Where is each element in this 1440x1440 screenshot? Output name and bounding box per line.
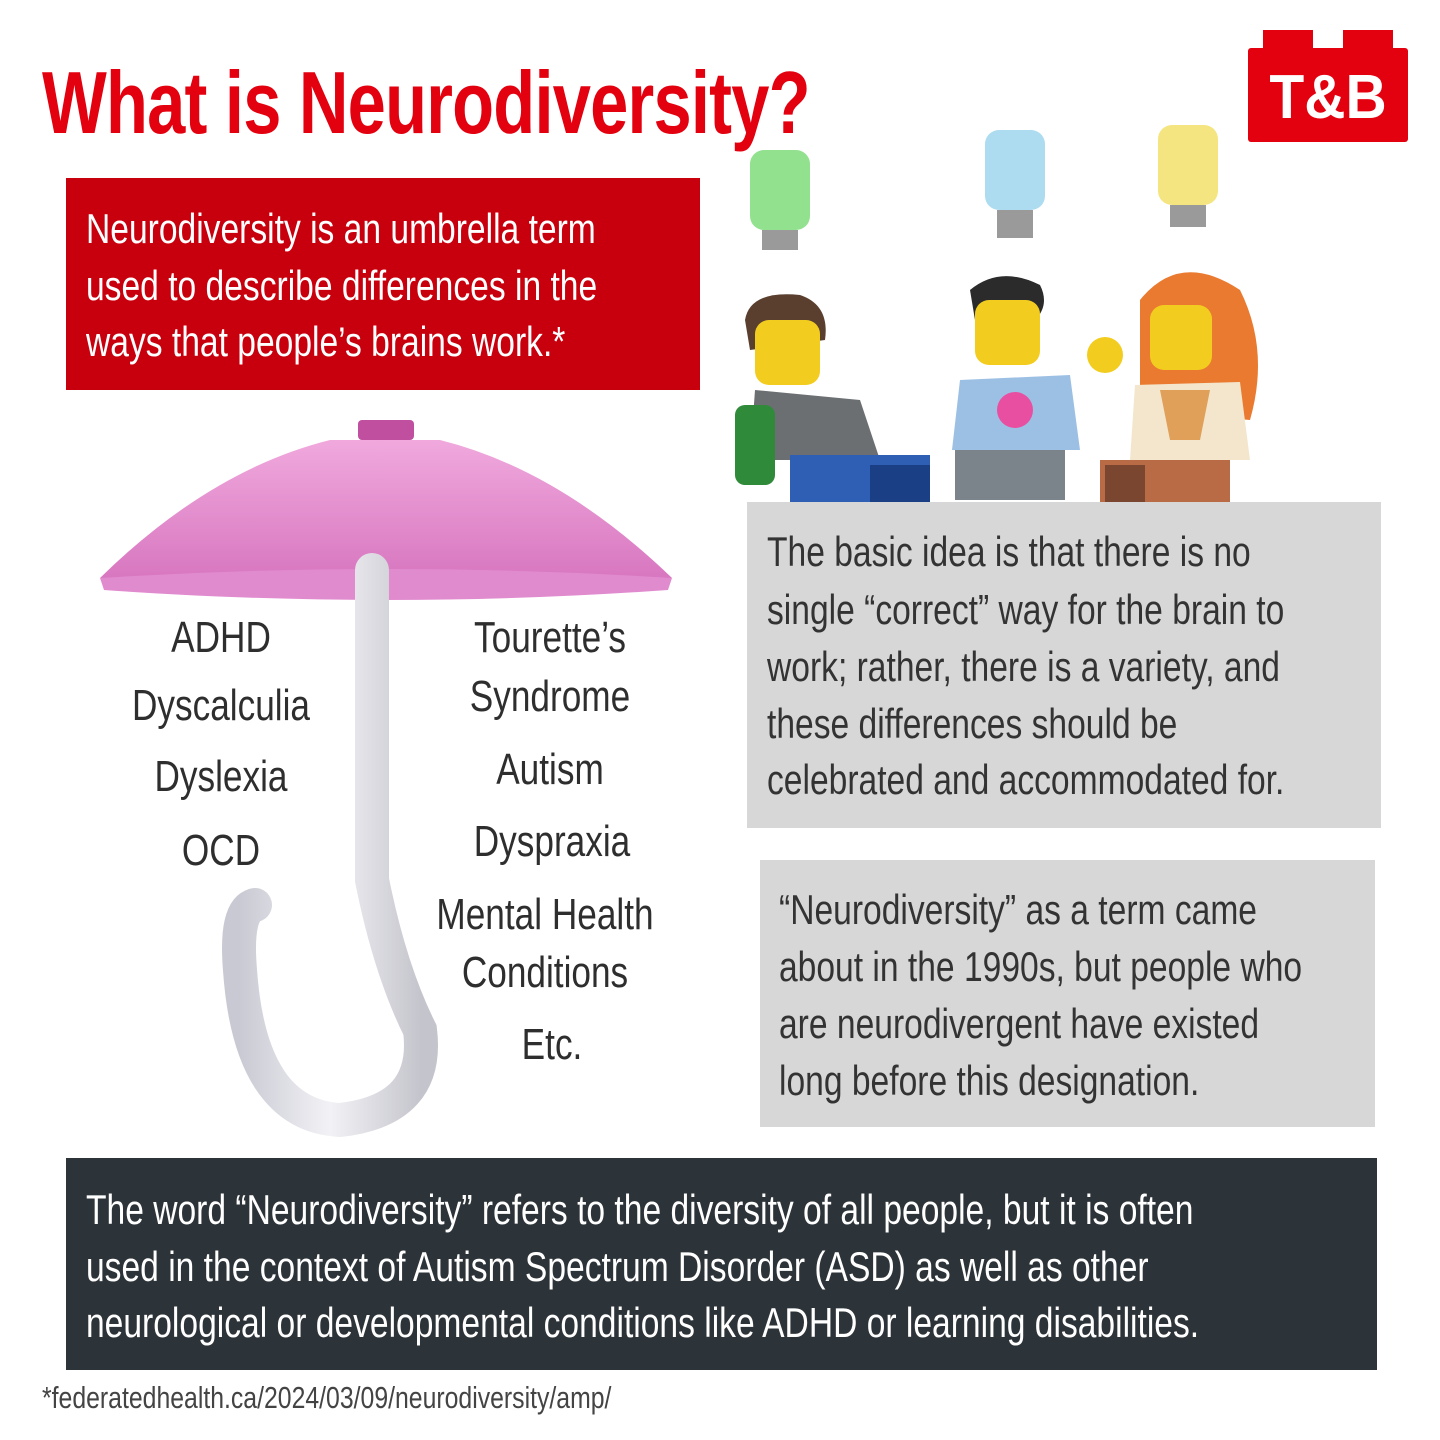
definition-line: ways that people’s brains work.* <box>86 318 566 365</box>
history-line: about in the 1990s, but people who <box>779 943 1303 990</box>
basic-idea-line: single “correct” way for the brain to <box>767 586 1285 633</box>
condition-adhd: ADHD <box>171 613 271 662</box>
definition-line: used to describe differences in the <box>86 262 598 309</box>
definition-line: Neurodiversity is an umbrella term <box>86 205 596 252</box>
page-title: What is Neurodiversity? <box>42 53 811 152</box>
svg-text:T&B: T&B <box>1269 62 1386 132</box>
basic-idea-line: The basic idea is that there is no <box>767 528 1251 575</box>
condition-dyspraxia: Dyspraxia <box>473 817 631 866</box>
condition-tourettes: Tourette’s <box>474 613 626 662</box>
history-line: “Neurodiversity” as a term came <box>779 886 1257 933</box>
context-line: neurological or developmental conditions… <box>86 1299 1200 1346</box>
context-line: The word “Neurodiversity” refers to the … <box>86 1186 1194 1233</box>
basic-idea-line: work; rather, there is a variety, and <box>767 643 1280 690</box>
basic-idea-box <box>747 502 1381 828</box>
condition-etc: Etc. <box>521 1020 583 1069</box>
green-head-icon <box>750 150 810 250</box>
basic-idea-line: these differences should be <box>767 700 1178 747</box>
history-line: are neurodivergent have existed <box>779 1000 1260 1047</box>
history-box <box>760 860 1375 1127</box>
condition-autism: Autism <box>496 745 604 794</box>
condition-dyscalculia: Dyscalculia <box>131 681 311 730</box>
yellow-head-icon <box>1158 125 1218 227</box>
blue-head-icon <box>985 130 1045 238</box>
condition-mental-health: Mental Health <box>436 890 654 939</box>
condition-syndrome: Syndrome <box>469 672 631 721</box>
definition-box <box>66 178 700 390</box>
tb-logo: T&B <box>1248 30 1408 142</box>
context-box <box>66 1158 1377 1370</box>
umbrella-illustration <box>100 420 672 1138</box>
source-footnote: *federatedhealth.ca/2024/03/09/neurodive… <box>42 1380 612 1415</box>
condition-dyslexia: Dyslexia <box>154 752 288 801</box>
condition-ocd: OCD <box>181 826 261 875</box>
lego-figures-illustration <box>735 125 1258 520</box>
history-line: long before this designation. <box>779 1057 1200 1104</box>
context-line: used in the context of Autism Spectrum D… <box>86 1243 1149 1290</box>
basic-idea-line: celebrated and accommodated for. <box>767 756 1285 803</box>
condition-conditions: Conditions <box>461 948 629 997</box>
